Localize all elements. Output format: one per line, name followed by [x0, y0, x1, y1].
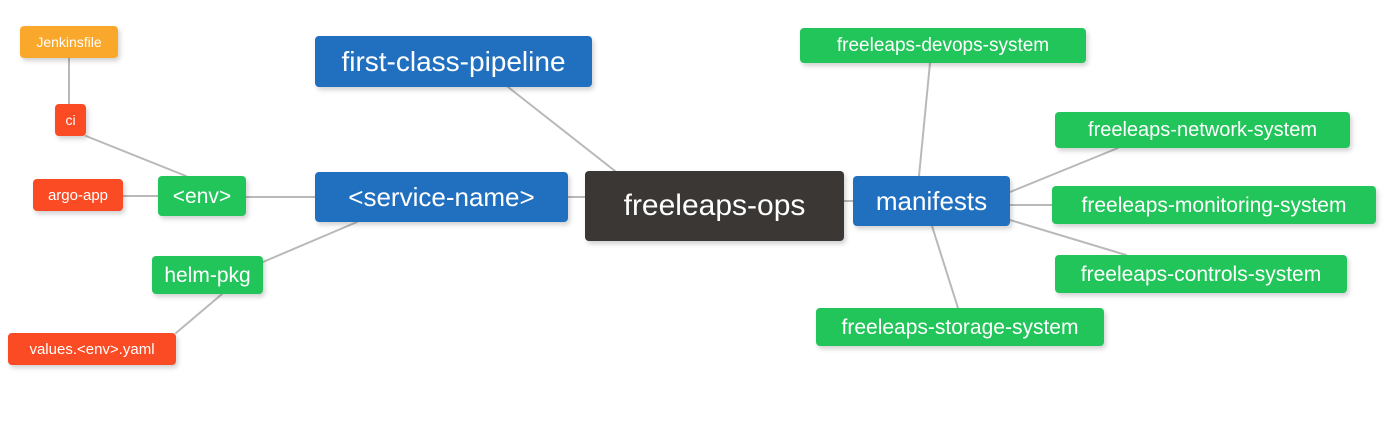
node-freeleaps-monitoring-system[interactable]: freeleaps-monitoring-system [1052, 186, 1376, 224]
node-freeleaps-ops[interactable]: freeleaps-ops [585, 171, 844, 241]
node-manifests[interactable]: manifests [853, 176, 1010, 226]
node-values-env-yaml[interactable]: values.<env>.yaml [8, 333, 176, 365]
node-label-freeleaps-ops: freeleaps-ops [623, 189, 806, 222]
node-freeleaps-storage-system[interactable]: freeleaps-storage-system [816, 308, 1104, 346]
node-label-freeleaps-storage-system: freeleaps-storage-system [841, 315, 1079, 339]
node-freeleaps-network-system[interactable]: freeleaps-network-system [1055, 112, 1350, 148]
edge-manifests-to-freeleaps-controls-system [1009, 219, 1127, 256]
edge-manifests-to-freeleaps-storage-system [931, 225, 959, 309]
node-label-freeleaps-network-system: freeleaps-network-system [1088, 119, 1317, 141]
node-label-env: <env> [172, 184, 232, 208]
node-helm-pkg[interactable]: helm-pkg [152, 256, 263, 294]
edge-first-class-pipeline-to-freeleaps-ops [507, 86, 616, 172]
node-label-manifests: manifests [875, 186, 988, 216]
node-label-first-class-pipeline: first-class-pipeline [341, 45, 566, 77]
node-env[interactable]: <env> [158, 176, 246, 216]
node-label-ci: ci [65, 112, 76, 128]
node-service-name[interactable]: <service-name> [315, 172, 568, 222]
edge-ci-to-env [85, 135, 187, 177]
node-jenkinsfile[interactable]: Jenkinsfile [20, 26, 118, 58]
node-freeleaps-controls-system[interactable]: freeleaps-controls-system [1055, 255, 1347, 293]
edge-helm-pkg-to-service-name [262, 221, 358, 263]
edge-values-env-yaml-to-helm-pkg [175, 293, 223, 334]
node-label-helm-pkg: helm-pkg [164, 263, 251, 287]
node-ci[interactable]: ci [55, 104, 86, 136]
node-label-freeleaps-monitoring-system: freeleaps-monitoring-system [1081, 193, 1347, 217]
edge-manifests-to-freeleaps-devops-system [918, 62, 931, 177]
node-first-class-pipeline[interactable]: first-class-pipeline [315, 36, 592, 87]
node-label-service-name: <service-name> [348, 182, 535, 212]
node-label-jenkinsfile: Jenkinsfile [36, 34, 102, 50]
node-argo-app[interactable]: argo-app [33, 179, 123, 211]
node-label-values-env-yaml: values.<env>.yaml [29, 340, 155, 358]
node-freeleaps-devops-system[interactable]: freeleaps-devops-system [800, 28, 1086, 63]
node-label-freeleaps-controls-system: freeleaps-controls-system [1080, 262, 1322, 286]
node-label-argo-app: argo-app [47, 186, 109, 204]
node-label-freeleaps-devops-system: freeleaps-devops-system [836, 35, 1050, 56]
